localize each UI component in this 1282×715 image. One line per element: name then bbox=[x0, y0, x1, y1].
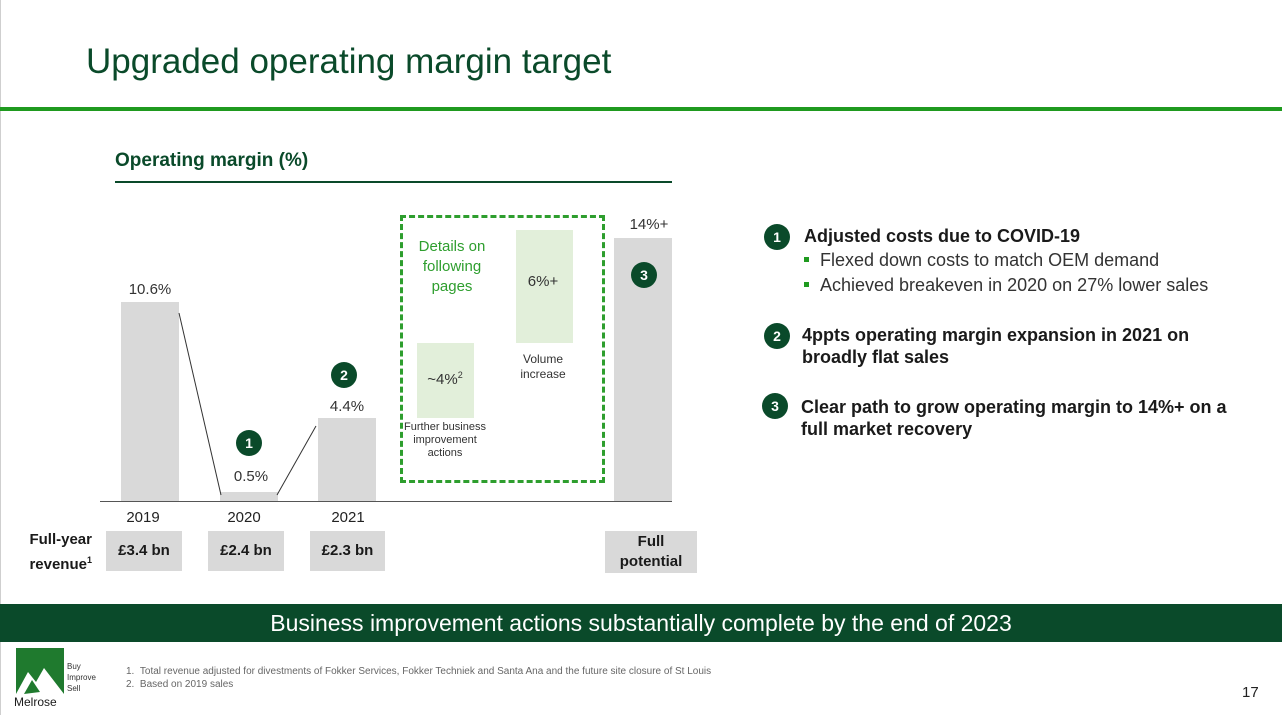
tick-label-2021: 2021 bbox=[331, 509, 365, 526]
marker-1-2020: 1 bbox=[236, 430, 262, 456]
footnote-1: 1. Total revenue adjusted for divestment… bbox=[126, 666, 712, 677]
caption-volume-increase: Volume increase bbox=[520, 352, 566, 381]
tick-label-2019: 2019 bbox=[126, 509, 160, 526]
logo-tagline: Buy Improve Sell bbox=[67, 662, 96, 693]
footnotes: 1. Total revenue adjusted for divestment… bbox=[126, 665, 711, 691]
logo-wordmark: Melrose bbox=[14, 695, 57, 709]
revenue-2021: £2.3 bn bbox=[310, 531, 385, 571]
footnote-2: 2. Based on 2019 sales bbox=[126, 679, 234, 690]
bullet-square-icon bbox=[804, 281, 809, 287]
tick-label-full-potential: Full potential bbox=[605, 531, 697, 573]
chart-baseline bbox=[100, 501, 672, 502]
connector-2020-2021 bbox=[276, 425, 317, 496]
conclusion-banner: Business improvement actions substantial… bbox=[0, 604, 1282, 642]
chart-title: Operating margin (%) bbox=[115, 150, 309, 171]
point-3-marker: 3 bbox=[762, 393, 788, 419]
point-1-sub-2: Achieved breakeven in 2020 on 27% lower … bbox=[804, 275, 1208, 296]
data-label-2019: 10.6% bbox=[128, 281, 172, 298]
revenue-2020: £2.4 bn bbox=[208, 531, 284, 571]
revenue-2019: £3.4 bn bbox=[106, 531, 182, 571]
point-2-marker: 2 bbox=[764, 323, 790, 349]
data-label-2021: 4.4% bbox=[329, 398, 365, 415]
point-2-text: 4ppts operating margin expansion in 2021… bbox=[802, 325, 1190, 367]
tick-label-2020: 2020 bbox=[227, 509, 261, 526]
bar-volume-increase bbox=[516, 230, 573, 344]
bar-2021 bbox=[318, 418, 376, 501]
caption-business-improvement: Further business improvement actions bbox=[404, 421, 486, 459]
slide-title: Upgraded operating margin target bbox=[86, 42, 612, 81]
title-divider bbox=[0, 107, 1282, 111]
marker-3-full-potential: 3 bbox=[631, 262, 657, 288]
data-label-volume-increase: 6%+ bbox=[527, 273, 559, 290]
bar-2019 bbox=[121, 301, 179, 501]
slide-frame-edge bbox=[0, 0, 1, 715]
marker-2-2021: 2 bbox=[331, 362, 357, 388]
bar-business-improvement bbox=[417, 343, 474, 419]
data-label-full-potential: 14%+ bbox=[629, 216, 669, 233]
bridge-connectors bbox=[178, 312, 317, 496]
point-1-text: Adjusted costs due to COVID-19 bbox=[804, 226, 1081, 246]
bullet-square-icon bbox=[804, 256, 809, 262]
connector-2019-2020 bbox=[178, 312, 222, 496]
melrose-mountain-icon bbox=[16, 648, 64, 694]
bar-2020 bbox=[220, 491, 278, 501]
data-label-business-improvement: ~4%2 bbox=[427, 370, 463, 388]
point-3-text: Clear path to grow operating margin to 1… bbox=[801, 397, 1227, 439]
details-dashed-box bbox=[400, 215, 605, 483]
chart-title-divider bbox=[115, 181, 672, 183]
data-label-2020: 0.5% bbox=[233, 468, 269, 485]
point-1-marker: 1 bbox=[764, 224, 790, 250]
revenue-row-label: Full-year revenue1 bbox=[29, 531, 92, 573]
page-number: 17 bbox=[1242, 684, 1259, 701]
melrose-logo: Buy Improve Sell Melrose bbox=[14, 648, 100, 709]
point-1-sub-1: Flexed down costs to match OEM demand bbox=[804, 250, 1159, 271]
details-note: Details on following pages bbox=[418, 238, 486, 295]
